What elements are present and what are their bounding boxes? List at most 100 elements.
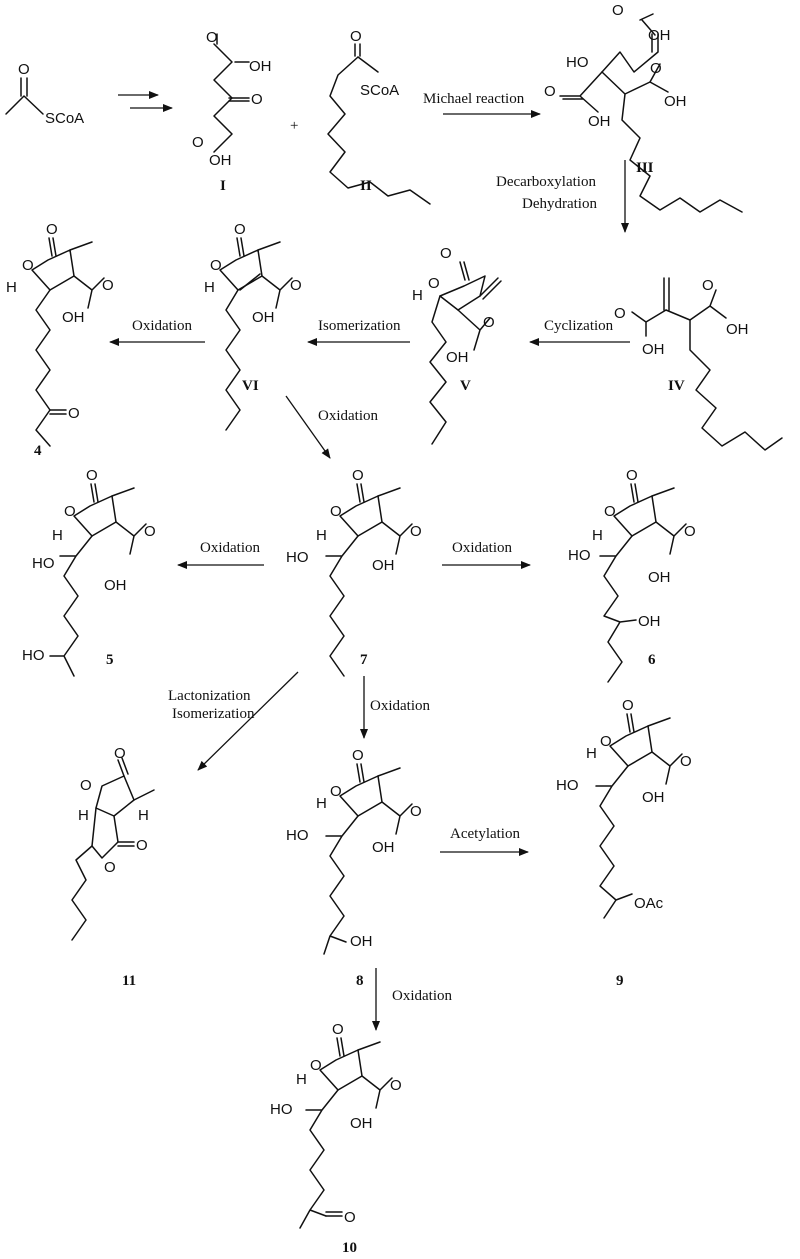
step-cyclization: Cyclization <box>544 318 614 334</box>
atom-h: H <box>592 527 603 544</box>
label-10: 10 <box>342 1240 357 1256</box>
atom-oh: OH <box>372 839 395 856</box>
atom-h: H <box>78 807 89 824</box>
atom-h: H <box>204 279 215 296</box>
atom-o: O <box>290 277 302 294</box>
atom-o: O <box>352 467 364 484</box>
atom-h: H <box>296 1071 307 1088</box>
atom-o: O <box>410 523 422 540</box>
step-acetylation: Acetylation <box>450 826 520 842</box>
acetyl-coa-structure: O SCoA <box>5 61 84 127</box>
atom-oh: OH <box>62 309 85 326</box>
atom-ho: HO <box>286 827 309 844</box>
atom-ring-o: O <box>64 503 76 520</box>
atom-oh: OH <box>350 933 373 950</box>
atom-ring-o: O <box>80 777 92 794</box>
atom-h: H <box>586 745 597 762</box>
atom-ho: HO <box>22 647 45 664</box>
label-II: II <box>360 178 372 194</box>
atom-ho: HO <box>556 777 579 794</box>
atom-h: H <box>316 795 327 812</box>
arrow-VI-7 <box>285 395 331 459</box>
atom-oh: OH <box>372 557 395 574</box>
step-oxidation-7-5: Oxidation <box>200 540 260 556</box>
atom-oh: OH <box>664 93 687 110</box>
step-oxidation-7-8: Oxidation <box>370 698 430 714</box>
atom-o: O <box>390 1077 402 1094</box>
atom-h: H <box>52 527 63 544</box>
atom-o: O <box>622 697 634 714</box>
atom-ho: HO <box>270 1101 293 1118</box>
atom-h: H <box>138 807 149 824</box>
atom-oh: OH <box>252 309 275 326</box>
atom-ring-o: O <box>604 503 616 520</box>
compound-7-structure: O O H HO O OH <box>286 467 422 677</box>
atom-ring-o: O <box>600 733 612 750</box>
step-oxidation-8-10: Oxidation <box>392 988 452 1004</box>
atom-o: O <box>332 1021 344 1038</box>
compound-II-structure: O SCoA <box>327 28 431 205</box>
atom-o: O <box>544 83 556 100</box>
compound-III-structure: O OH HO O OH O OH <box>544 2 743 213</box>
atom-oh: OH <box>249 58 272 75</box>
step-michael: Michael reaction <box>423 91 525 107</box>
atom-o: O <box>410 803 422 820</box>
atom-o: O <box>206 29 218 46</box>
compound-9-structure: O O H HO O OH OAc <box>556 697 692 919</box>
atom-o: O <box>612 2 624 19</box>
atom-oh: OH <box>648 569 671 586</box>
atom-o: O <box>144 523 156 540</box>
atom-oac: OAc <box>634 895 664 912</box>
atom-ring-o: O <box>330 783 342 800</box>
compound-I-structure: O OH O O OH <box>192 29 272 169</box>
compound-10-structure: O O H HO O OH O <box>270 1021 402 1229</box>
atom-ho: HO <box>32 555 55 572</box>
compound-11-structure: O O H H O O <box>71 745 155 941</box>
step-isomerization-11: Isomerization <box>172 706 255 722</box>
atom-o: O <box>702 277 714 294</box>
atom-ring-o: O <box>210 257 222 274</box>
step-oxidation-vi-4: Oxidation <box>132 318 192 334</box>
atom-oh: OH <box>588 113 611 130</box>
atom-oh: OH <box>638 613 661 630</box>
step-lactonization: Lactonization <box>168 688 251 704</box>
atom-o: O <box>344 1209 356 1226</box>
atom-oh: OH <box>446 349 469 366</box>
compound-5-structure: O O H HO O OH HO <box>22 467 156 677</box>
label-8: 8 <box>356 973 364 989</box>
label-IV: IV <box>668 378 685 394</box>
atom-ho: HO <box>566 54 589 71</box>
acetyl-scoa-label: SCoA <box>45 110 84 127</box>
atom-o: O <box>626 467 638 484</box>
label-V: V <box>460 378 471 394</box>
atom-oh: OH <box>642 341 665 358</box>
atom-o: O <box>192 134 204 151</box>
atom-oh: OH <box>648 27 671 44</box>
step-oxidation-7-6: Oxidation <box>452 540 512 556</box>
atom-h: H <box>316 527 327 544</box>
atom-ho: HO <box>286 549 309 566</box>
atom-h: H <box>412 287 423 304</box>
atom-ring-o: O <box>22 257 34 274</box>
arrow-7-11 <box>197 671 299 771</box>
atom-o: O <box>18 61 30 78</box>
label-VI: VI <box>242 378 259 394</box>
atom-o: O <box>136 837 148 854</box>
label-5: 5 <box>106 652 114 668</box>
atom-ring-o: O <box>330 503 342 520</box>
compound-V-structure: O O H O OH <box>412 245 502 445</box>
atom-oh: OH <box>104 577 127 594</box>
step-decarboxylation: Decarboxylation <box>496 174 596 190</box>
step-isomerization: Isomerization <box>318 318 401 334</box>
compound-IV-structure: O OH O OH <box>614 277 783 451</box>
label-9: 9 <box>616 973 624 989</box>
atom-o: O <box>440 245 452 262</box>
atom-oh: OH <box>350 1115 373 1132</box>
atom-o: O <box>614 305 626 322</box>
compound-6-structure: O O H HO O OH OH <box>568 467 696 683</box>
atom-oh: OH <box>209 152 232 169</box>
atom-ring-o: O <box>310 1057 322 1074</box>
atom-o: O <box>352 747 364 764</box>
